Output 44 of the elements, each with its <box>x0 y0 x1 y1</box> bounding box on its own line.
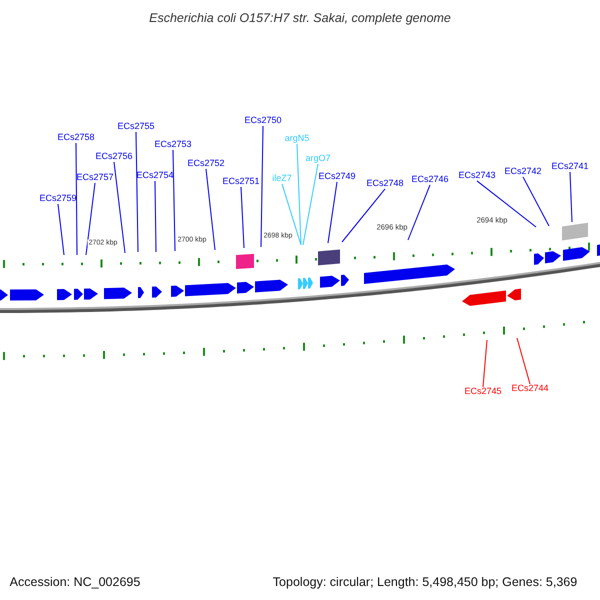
gene-label: ECs2752 <box>187 159 225 169</box>
leader-line <box>86 182 96 256</box>
gene-label: ECs2755 <box>117 122 155 132</box>
gene-label: ECs2756 <box>95 152 133 162</box>
title: Escherichia coli O157:H7 str. Sakai, complete genome <box>149 11 451 25</box>
gene-label: ECs2743 <box>458 171 496 181</box>
leader-line <box>516 338 530 385</box>
footer-text: Accession: NC_002695 <box>10 575 140 589</box>
leader-line <box>328 181 338 244</box>
leader-line <box>76 142 78 256</box>
gene-label: ECs2751 <box>222 177 260 187</box>
leader-line <box>482 340 488 388</box>
leader-line <box>408 184 430 240</box>
gene-label: ECs2742 <box>504 167 542 177</box>
gene-label: ECs2750 <box>244 116 282 126</box>
leader-line <box>282 183 302 246</box>
leader-line <box>342 188 386 242</box>
leader-line <box>114 161 126 254</box>
gene-label: ECs2748 <box>366 179 404 189</box>
leader-line <box>260 125 264 248</box>
gene-label: argN5 <box>284 134 310 144</box>
gene-label: ECs2753 <box>154 140 192 150</box>
leader-line <box>302 163 318 246</box>
leader-line <box>154 180 156 252</box>
leader-line <box>206 168 216 250</box>
gene-label: ECs2758 <box>57 133 95 143</box>
leader-line <box>172 149 176 252</box>
leader-line <box>240 186 244 248</box>
gene-label: ECs2759 <box>39 194 77 204</box>
leader-line <box>522 176 550 226</box>
gene-label: ECs2746 <box>411 175 449 185</box>
gene-label: argO7 <box>306 154 330 164</box>
footer-text: Topology: circular; Length: 5,498,450 bp; Genes: 5,369 <box>272 575 578 589</box>
leader-line <box>296 143 302 246</box>
leader-line <box>476 180 536 228</box>
gene-label: ileZ7 <box>272 174 292 184</box>
gene-label: ECs2757 <box>76 173 114 183</box>
gene-label: ECs2741 <box>551 162 589 172</box>
gene-label: ECs2745 <box>464 387 502 397</box>
gene-label: ECs2744 <box>511 384 549 394</box>
leader-line <box>58 203 64 256</box>
leader-line <box>570 171 572 222</box>
gene-label: ECs2749 <box>318 172 356 182</box>
leader-line <box>136 131 138 252</box>
